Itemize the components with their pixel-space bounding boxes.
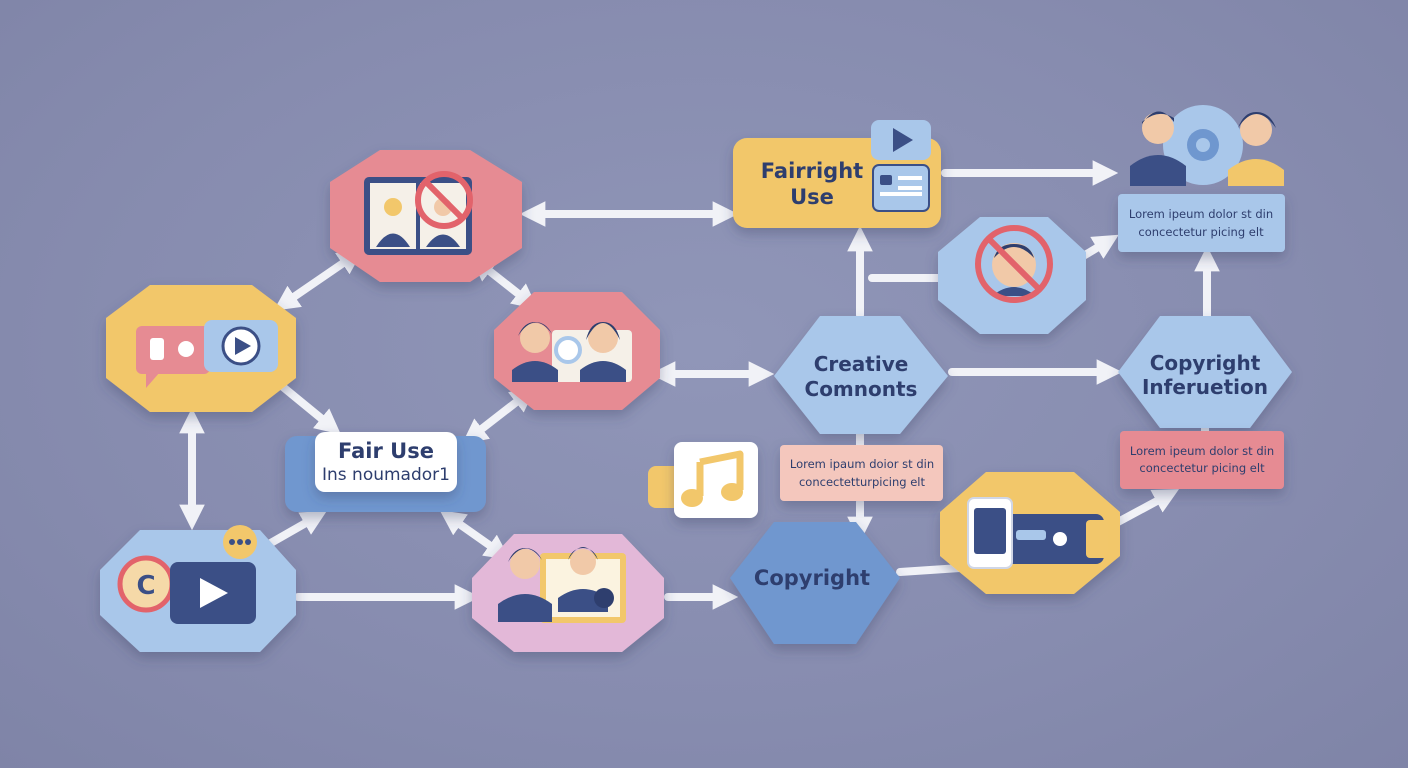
id-card-icon [872,164,930,212]
link-people-to-fairuse [461,386,537,445]
link-phone-to-right-note [1114,489,1180,526]
copyright-label: Copyright [754,566,870,590]
middle-note-line-2: concectetturpicing elt [799,475,926,489]
people-gear-icon [1130,105,1284,186]
top-right-note-line-1: Lorem ipeum dolor st din [1129,207,1273,221]
chat-video-icon [136,320,278,388]
person-no-icon [975,225,1053,303]
people-search-icon [512,322,632,382]
people-photo-icon [498,547,626,623]
link-copyright-to-phone [896,564,964,576]
copyright-video-node: C [100,525,296,652]
person-prohibited-node [938,217,1086,334]
copyright-node: Copyright [730,522,900,644]
phone-device-node [940,472,1120,594]
portrait-prohibited-node [330,150,522,282]
top-right-note [1118,194,1285,252]
link-portrait-to-chat [273,249,364,311]
portrait-no-icon [364,171,473,255]
middle-note-line-1: Lorem ipaum doior st din [790,457,934,471]
fairright-use-label-2: Use [790,185,834,209]
copyright-video-icon: C [117,525,257,624]
people-photo-node [472,534,664,652]
people-gear-node: Lorem ipeum dolor st din concectetur pic… [1118,105,1285,252]
copyright-infringement-node: Copyright Inferuetion [1118,316,1292,428]
people-search-node [494,292,660,410]
link-fairuse-to-people-photo [439,510,511,560]
chat-video-node [106,285,296,412]
fair-use-node: Fair Use Ins noumador1 [285,432,486,512]
creative-commons-label-1: Creative [814,352,909,376]
right-note: Lorem ipeum dolor st din concectetur pic… [1120,431,1284,489]
svg-text:C: C [136,571,155,601]
fairright-use-label-1: Fairright [761,159,863,183]
top-right-note-line-2: concectetur picing elt [1138,225,1264,239]
play-bubble-icon [871,120,931,160]
copyright-infringement-label-1: Copyright [1150,351,1261,375]
right-note-line-1: Lorem ipeum dolor st din [1130,444,1274,458]
creative-commons-node: Creative Comnonts [774,316,948,434]
right-note-line-2: concectetur picing elt [1139,461,1265,475]
fair-use-label: Fair Use [338,439,434,463]
music-note-node [648,442,758,518]
middle-note: Lorem ipaum doior st din concectetturpic… [780,445,943,501]
phone-device-icon [967,497,1108,569]
creative-commons-label-2: Comnonts [805,377,918,401]
copyright-infringement-label-2: Inferuetion [1142,375,1268,399]
music-note-icon [681,450,744,507]
fairright-use-node: Fairright Use [733,120,941,228]
fair-use-sublabel: Ins noumador1 [322,465,450,485]
